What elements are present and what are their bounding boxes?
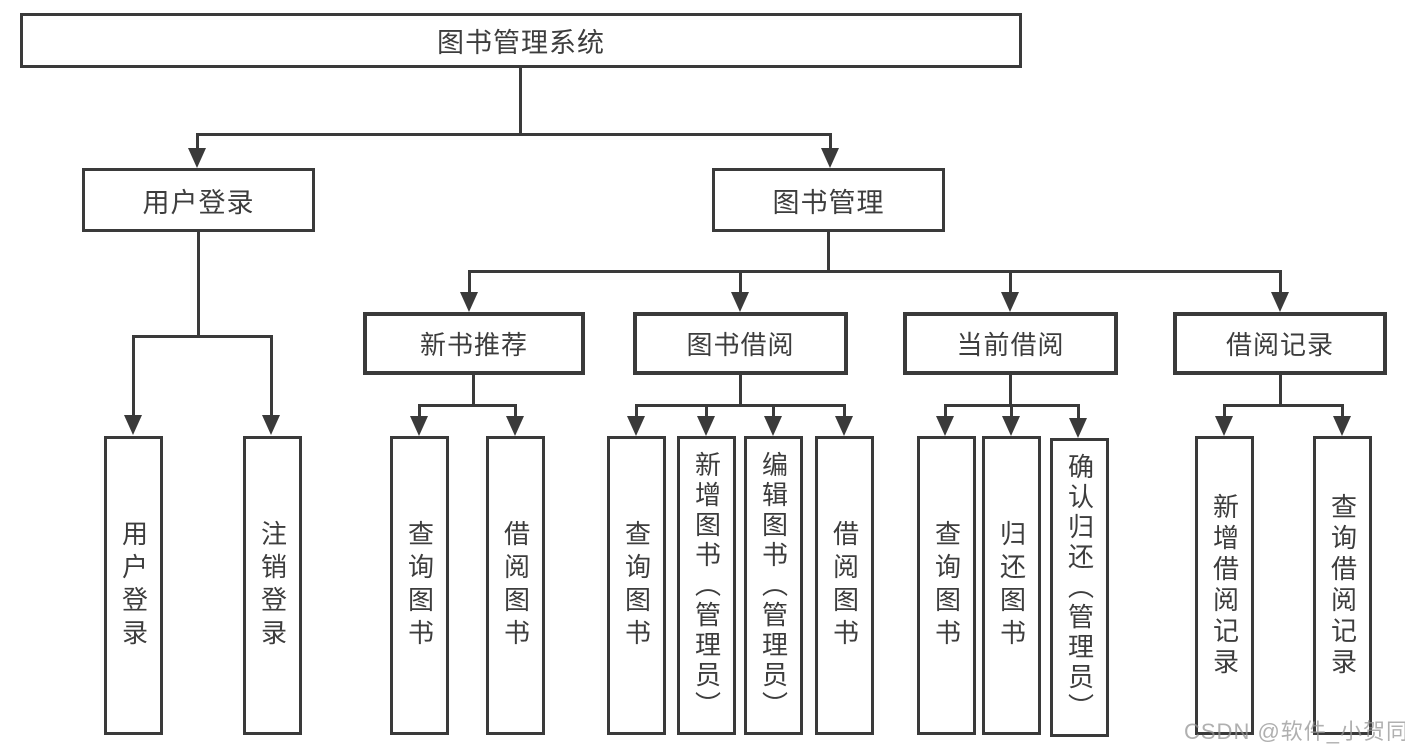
leaf-borrow-books-2: 借阅图书: [815, 436, 874, 735]
arrow-down-icon: [262, 415, 280, 435]
line: [514, 404, 517, 418]
node-root-library-system: 图书管理系统: [20, 13, 1022, 68]
line: [635, 404, 845, 407]
line: [635, 404, 638, 418]
node-book-borrow: 图书借阅: [633, 312, 848, 375]
line: [472, 375, 475, 407]
arrow-down-icon: [1333, 416, 1351, 436]
line: [418, 404, 421, 418]
line: [827, 232, 830, 273]
line: [519, 68, 522, 135]
arrow-down-icon: [1002, 416, 1020, 436]
leaf-confirm-return-admin: 确认归还（管理员）: [1050, 438, 1109, 737]
leaf-add-books-admin: 新增图书（管理员）: [677, 436, 736, 735]
arrow-down-icon: [506, 416, 524, 436]
leaf-logout: 注销登录: [243, 436, 302, 735]
arrow-down-icon: [1001, 292, 1019, 312]
arrow-down-icon: [835, 416, 853, 436]
node-book-management: 图书管理: [712, 168, 945, 232]
line: [132, 335, 273, 338]
line: [1279, 270, 1282, 295]
line: [196, 133, 832, 136]
leaf-query-books-1: 查询图书: [390, 436, 449, 735]
line: [739, 375, 742, 407]
line: [843, 404, 846, 418]
arrow-down-icon: [1271, 292, 1289, 312]
csdn-watermark: CSDN @软件_小贺同学: [1184, 719, 1405, 744]
leaf-return-books: 归还图书: [982, 436, 1041, 735]
node-borrow-record: 借阅记录: [1173, 312, 1387, 375]
line: [829, 133, 832, 150]
arrow-down-icon: [821, 148, 839, 168]
line: [1077, 404, 1080, 420]
line: [1009, 375, 1012, 407]
line: [1223, 404, 1343, 407]
leaf-borrow-books-1: 借阅图书: [486, 436, 545, 735]
line: [1279, 375, 1282, 407]
line: [270, 335, 273, 417]
arrow-down-icon: [460, 292, 478, 312]
arrow-down-icon: [697, 416, 715, 436]
line: [1010, 404, 1013, 418]
line: [468, 270, 471, 295]
arrow-down-icon: [124, 415, 142, 435]
leaf-edit-books-admin: 编辑图书（管理员）: [744, 436, 803, 735]
arrow-down-icon: [731, 292, 749, 312]
line: [418, 404, 516, 407]
line: [772, 404, 775, 418]
line: [1009, 270, 1012, 295]
arrow-down-icon: [410, 416, 428, 436]
line: [197, 232, 200, 338]
arrow-down-icon: [1215, 416, 1233, 436]
leaf-user-login: 用户登录: [104, 436, 163, 735]
arrow-down-icon: [936, 416, 954, 436]
line: [196, 133, 199, 150]
line: [468, 270, 1281, 273]
leaf-query-books-2: 查询图书: [607, 436, 666, 735]
node-current-borrow: 当前借阅: [903, 312, 1118, 375]
line: [944, 404, 947, 418]
line: [1341, 404, 1344, 418]
node-new-book-recommend: 新书推荐: [363, 312, 585, 375]
arrow-down-icon: [764, 416, 782, 436]
line: [1223, 404, 1226, 418]
leaf-add-borrow-record: 新增借阅记录: [1195, 436, 1254, 735]
leaf-query-books-3: 查询图书: [917, 436, 976, 735]
arrow-down-icon: [188, 148, 206, 168]
arrow-down-icon: [1069, 418, 1087, 438]
line: [705, 404, 708, 418]
line: [132, 335, 135, 417]
node-user-login: 用户登录: [82, 168, 315, 232]
line: [739, 270, 742, 295]
leaf-query-borrow-record: 查询借阅记录: [1313, 436, 1372, 735]
arrow-down-icon: [627, 416, 645, 436]
